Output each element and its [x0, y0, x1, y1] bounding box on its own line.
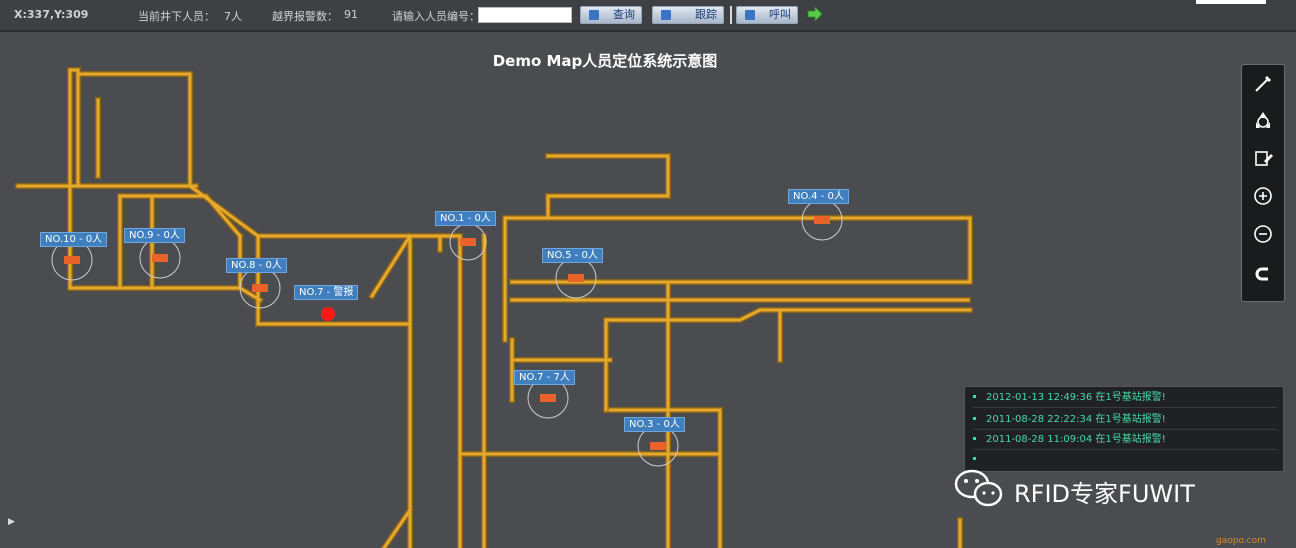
alert-dot-icon[interactable] — [321, 307, 335, 321]
alarm-entry-empty — [973, 451, 1277, 469]
underground-count-value: 7人 — [224, 10, 242, 23]
tool-zoom-out[interactable] — [1248, 219, 1278, 249]
search-input[interactable] — [478, 7, 572, 23]
area-label-no3[interactable]: NO.3 - 0人 — [624, 417, 685, 432]
underground-count-label: 当前井下人员： — [138, 10, 215, 23]
area-label-no7-alert[interactable]: NO.7 - 警报 — [294, 285, 359, 300]
wechat-logo-icon — [954, 469, 1003, 507]
wand-icon — [1255, 76, 1271, 92]
call-icon — [745, 10, 755, 20]
tool-edit[interactable] — [1248, 143, 1278, 173]
reader-zone-9 — [139, 237, 181, 279]
footer-site-mark: gaopo.com — [1216, 536, 1266, 546]
search-label: 请输入人员编号： — [392, 10, 480, 23]
query-icon — [589, 10, 599, 20]
watermark: RFID专家FUWIT — [946, 466, 1276, 512]
area-label-no1[interactable]: NO.1 - 0人 — [435, 211, 496, 226]
area-label-no7[interactable]: NO.7 - 7人 — [514, 370, 575, 385]
coordinate-readout: X:337,Y:309 — [14, 8, 89, 21]
edit-icon — [1255, 151, 1273, 166]
corner-decoration — [1196, 0, 1266, 4]
zoom-in-icon — [1254, 187, 1272, 205]
alarm-entry[interactable]: 2011-08-28 22:22:34 在1号基站报警! — [973, 411, 1277, 430]
watermark-text: RFID专家FUWIT — [1014, 480, 1195, 508]
magnet-icon — [1255, 267, 1268, 281]
zoom-out-icon — [1254, 225, 1272, 243]
tool-magnet[interactable] — [1248, 259, 1278, 289]
tunnel-map[interactable] — [0, 32, 1296, 548]
area-label-no9[interactable]: NO.9 - 0人 — [124, 228, 185, 243]
track-button[interactable]: 跟踪 — [652, 6, 724, 24]
area-label-no8[interactable]: NO.8 - 0人 — [226, 258, 287, 273]
expand-arrow-icon[interactable]: ▶ — [8, 517, 15, 527]
alarm-log-panel: 2012-01-13 12:49:36 在1号基站报警! 2011-08-28 … — [964, 386, 1284, 472]
top-toolbar: X:337,Y:309 当前井下人员： 7人 越界报警数： 91 请输入人员编号… — [0, 0, 1296, 32]
reader-zone-1 — [449, 223, 487, 261]
tool-wand[interactable] — [1248, 69, 1278, 99]
track-icon — [661, 10, 671, 20]
toolbar-separator — [730, 6, 732, 24]
tunnel-network — [15, 67, 973, 548]
alarm-entry[interactable]: 2012-01-13 12:49:36 在1号基站报警! — [973, 389, 1277, 408]
alarm-count-label: 越界报警数： — [272, 10, 338, 23]
tool-zoom-in[interactable] — [1248, 181, 1278, 211]
recycle-icon — [1256, 112, 1270, 128]
area-label-no5[interactable]: NO.5 - 0人 — [542, 248, 603, 263]
map-title: Demo Map人员定位系统示意图 — [492, 52, 718, 70]
tool-recycle[interactable] — [1248, 105, 1278, 135]
area-label-no4[interactable]: NO.4 - 0人 — [788, 189, 849, 204]
reader-zone-3 — [637, 425, 679, 467]
call-button[interactable]: 呼叫 — [736, 6, 798, 24]
alarm-entry[interactable]: 2011-08-28 11:09:04 在1号基站报警! — [973, 431, 1277, 450]
query-button[interactable]: 查询 — [580, 6, 642, 24]
area-label-no10[interactable]: NO.10 - 0人 — [40, 232, 108, 247]
map-toolbox — [1241, 64, 1285, 302]
go-arrow-icon[interactable] — [807, 6, 823, 22]
reader-zone-5 — [555, 257, 597, 299]
alarm-count-value: 91 — [344, 8, 358, 21]
